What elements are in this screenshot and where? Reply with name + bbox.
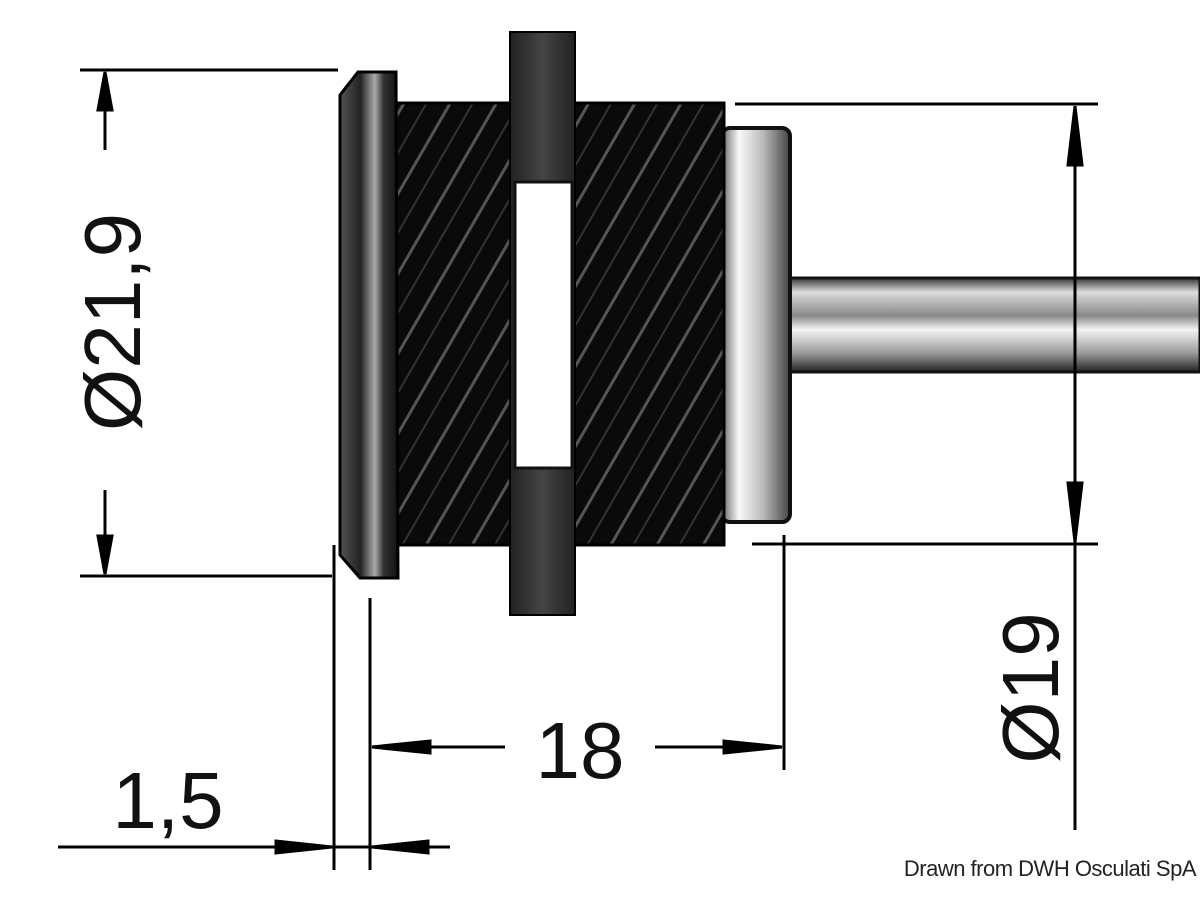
body-length-label: 18 xyxy=(536,706,625,795)
outer-diameter-label: Ø21,9 xyxy=(68,213,157,431)
dimension-lines xyxy=(58,68,1098,870)
rod xyxy=(786,276,1200,374)
credit-text: Drawn from DWH Osculati SpA xyxy=(903,856,1197,881)
thread-diameter-label: Ø19 xyxy=(986,612,1075,763)
nut-window xyxy=(513,180,574,470)
cap xyxy=(720,126,792,524)
flange-thickness-label: 1,5 xyxy=(112,756,223,845)
flange xyxy=(338,70,400,580)
